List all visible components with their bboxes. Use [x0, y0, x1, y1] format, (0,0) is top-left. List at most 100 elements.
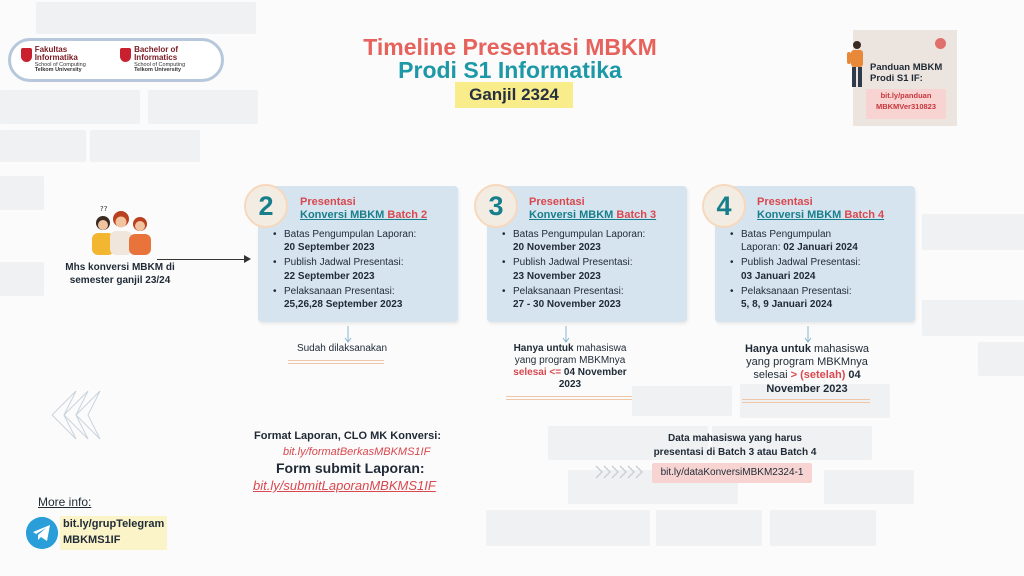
guide-label-line1: Panduan MBKM: [870, 62, 943, 73]
batch-4-item-label: Pelaksanaan Presentasi:: [741, 285, 852, 297]
telegram-link[interactable]: bit.ly/grupTelegram MBKMS1IF: [60, 516, 168, 550]
batch-4-item-label2: Laporan:: [741, 242, 784, 254]
batch-2-item-label: Pelaksanaan Presentasi:: [284, 285, 395, 297]
university-logo-icon: [21, 47, 32, 62]
batch-3-note: Hanya untuk mahasiswa yang program MBKMn…: [496, 343, 644, 391]
guide-label-line2: Prodi S1 IF:: [870, 73, 923, 85]
note-underline: [506, 396, 632, 400]
guide-link[interactable]: bit.ly/panduan MBKMVer310823: [866, 89, 946, 119]
batch-3-note-bold: Hanya untuk: [513, 343, 574, 354]
batch-2-number: 2: [244, 184, 288, 228]
batch-2-title-batch: Batch 2: [387, 209, 428, 222]
batch-4-item-presentation: Pelaksanaan Presentasi:5, 8, 9 Januari 2…: [729, 285, 909, 311]
batch-4-note-red: > (setelah): [790, 369, 846, 382]
batch-3-card: Presentasi Konversi MBKM Batch 3 Batas P…: [487, 186, 687, 322]
background-brick: [922, 300, 1024, 336]
batch-4-note-text3: 04: [845, 369, 861, 382]
students-caption: Mhs konversi MBKM di semester ganjil 23/…: [40, 262, 200, 287]
data-students-line1: Data mahasiswa yang harus: [668, 433, 802, 444]
background-brick: [770, 510, 876, 546]
format-label: Format Laporan, CLO MK Konversi:: [254, 430, 442, 442]
batch-2-item-label: Publish Jadwal Presentasi:: [284, 257, 404, 269]
batch-4-card: Presentasi Konversi MBKM Batch 4 Batas P…: [715, 186, 915, 322]
down-arrow-icon: [344, 326, 352, 343]
program-logo: Bachelor of Informatics School of Comput…: [120, 44, 221, 74]
batch-4-note-bold: Hanya untuk: [744, 343, 811, 355]
note-underline: [288, 360, 384, 364]
decorative-chevrons-icon: [51, 390, 101, 440]
note-underline: [742, 399, 870, 403]
more-info-label: More info:: [38, 495, 92, 509]
term-badge: Ganjil 2324: [455, 82, 573, 108]
batch-3-title-line2: Konversi MBKM Batch 3: [529, 209, 656, 222]
batch-4-item-value: 02 Januari 2024: [783, 242, 858, 254]
batch-3-item-value: 23 November 2023: [513, 270, 601, 282]
batch-3-item-value: 27 - 30 November 2023: [513, 298, 621, 310]
batch-4-title: Presentasi Konversi MBKM Batch 4: [757, 196, 884, 222]
down-arrow-icon: [804, 326, 812, 343]
page-subtitle: Prodi S1 Informatika: [398, 57, 622, 83]
arrow-right-icon: [244, 255, 251, 263]
batch-3-item-publish: Publish Jadwal Presentasi:23 November 20…: [501, 256, 681, 282]
guide-link-line2[interactable]: MBKMVer310823: [875, 101, 937, 111]
batch-4-item-label: Publish Jadwal Presentasi:: [741, 257, 861, 269]
batch-3-item-label: Pelaksanaan Presentasi:: [513, 285, 624, 297]
batch-4-note-line4: November 2023: [766, 382, 848, 395]
batch-4-note-text3a: selesai: [753, 369, 791, 382]
background-brick: [824, 470, 914, 504]
batch-4-item-value: 03 Januari 2024: [741, 270, 816, 282]
batch-4-title-line1: Presentasi: [757, 196, 813, 208]
person-icon: [847, 41, 863, 87]
batch-3-item-label: Batas Pengumpulan Laporan:: [513, 229, 646, 240]
batch-2-item-publish: Publish Jadwal Presentasi:22 September 2…: [272, 256, 452, 282]
batch-4-note-text1: mahasiswa: [810, 343, 870, 355]
telegram-link-line1[interactable]: bit.ly/grupTelegram: [63, 518, 165, 530]
telegram-link-line2[interactable]: MBKMS1IF: [63, 533, 121, 546]
background-brick: [978, 342, 1024, 376]
batch-3-title-batch: Batch 3: [616, 209, 657, 222]
page-title: Timeline Presentasi MBKM: [363, 34, 657, 60]
batch-4-number: 4: [702, 184, 746, 228]
batch-2-item-value: 25,26,28 September 2023: [284, 298, 403, 310]
arrow-line: [157, 259, 247, 260]
batch-3-item-deadline: Batas Pengumpulan Laporan:20 November 20…: [501, 228, 681, 254]
data-students-link[interactable]: bit.ly/dataKonversiMBKM2324-1: [652, 463, 812, 483]
batch-2-title: Presentasi Konversi MBKM Batch 2: [300, 196, 427, 222]
batch-4-item-publish: Publish Jadwal Presentasi:03 Januari 202…: [729, 256, 909, 282]
batch-3-title-line1: Presentasi: [529, 196, 585, 208]
background-brick: [0, 176, 44, 210]
batch-3-note-text1: mahasiswa: [573, 343, 627, 354]
logo-right-line1: Bachelor of Informatics: [134, 44, 179, 63]
svg-text:??: ??: [100, 205, 108, 213]
university-logo-icon: [120, 47, 132, 62]
background-brick: [0, 90, 140, 124]
guide-link-line1[interactable]: bit.ly/panduan: [880, 91, 932, 100]
batch-2-title-line2: Konversi MBKM Batch 2: [300, 209, 427, 222]
batch-2-item-presentation: Pelaksanaan Presentasi:25,26,28 Septembe…: [272, 285, 452, 311]
background-brick: [148, 90, 258, 124]
format-link[interactable]: bit.ly/formatBerkasMBKMS1IF: [283, 446, 431, 458]
logo-left-line1: Fakultas Informatika: [34, 44, 78, 63]
logo-right-line3: Telkom University: [134, 67, 182, 74]
batch-2-title-prefix: Konversi MBKM: [300, 209, 388, 222]
batch-4-note-line2: yang program MBKMnya: [746, 356, 868, 369]
batch-3-number: 3: [474, 184, 518, 228]
background-brick: [656, 510, 762, 546]
logo-left-line3: Telkom University: [34, 67, 82, 74]
students-caption-line1: Mhs konversi MBKM di: [65, 262, 175, 273]
students-caption-line2: semester ganjil 23/24: [69, 274, 171, 286]
telegram-icon: [26, 517, 58, 549]
batch-4-title-prefix: Konversi MBKM: [757, 209, 845, 222]
background-brick: [922, 214, 1024, 250]
data-students-line2: presentasi di Batch 3 atau Batch 4: [653, 446, 817, 458]
batch-4-title-batch: Batch 4: [844, 209, 885, 222]
batch-4-item-value: 5, 8, 9 Januari 2024: [741, 298, 833, 310]
form-link[interactable]: bit.ly/submitLaporanMBKMS1IF: [253, 478, 436, 493]
background-brick: [712, 426, 872, 460]
background-brick: [36, 2, 256, 34]
faculty-logo: Fakultas Informatika School of Computing…: [21, 44, 110, 74]
batch-4-item-label: Batas Pengumpulan: [741, 229, 832, 240]
decorative-dot: [935, 38, 946, 49]
